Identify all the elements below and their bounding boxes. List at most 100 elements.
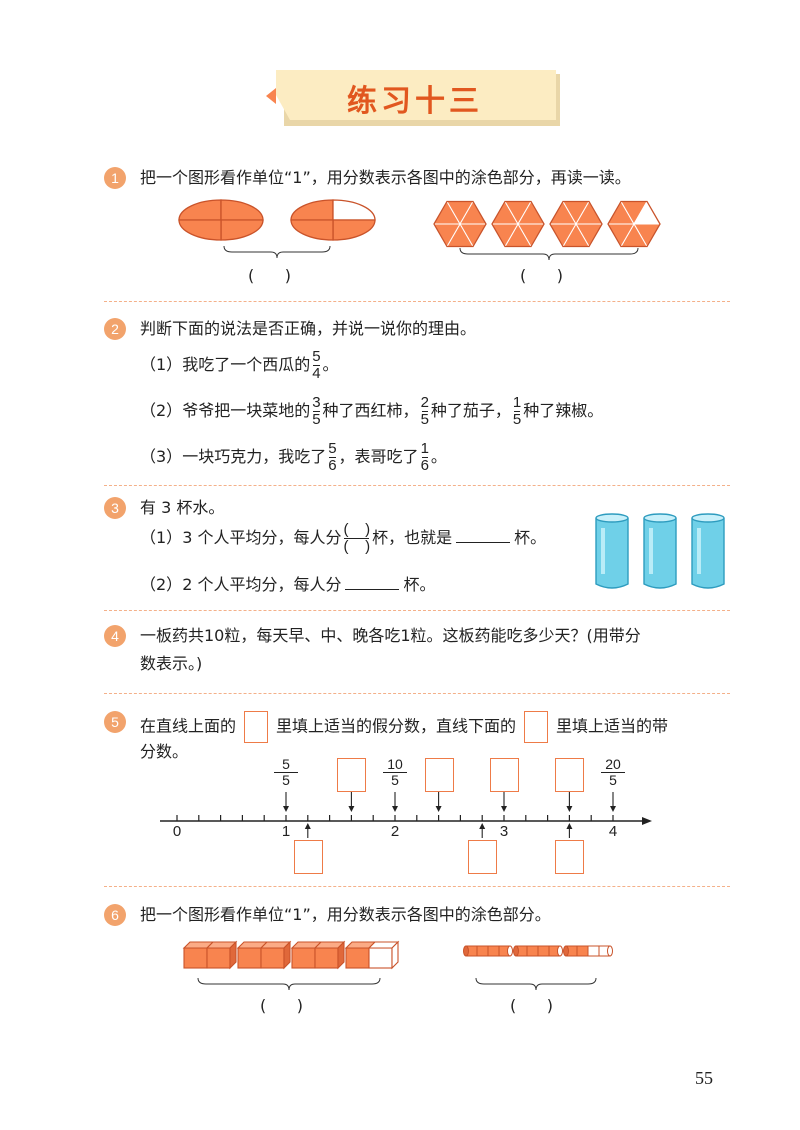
water-glass: [691, 513, 725, 589]
question-number-6: 6: [104, 904, 126, 926]
cuboid-block: [236, 940, 292, 970]
question-number-2: 2: [104, 318, 126, 340]
arrow-head: [348, 806, 355, 812]
hexagon-figure: [433, 200, 487, 248]
q6-text: 把一个图形看作单位“1”，用分数表示各图中的涂色部分。: [140, 905, 551, 924]
q3-item-1: （1）3 个人平均分，每人分( )( )杯，也就是杯。: [140, 521, 547, 555]
divider: [104, 301, 730, 302]
rod-part: [526, 945, 539, 957]
q5-line-2: 分数。: [140, 742, 189, 761]
block-half: [237, 947, 262, 969]
rod-part: [576, 945, 589, 957]
question-number-4: 4: [104, 625, 126, 647]
arrow-head: [566, 823, 573, 829]
water-glasses: [595, 513, 725, 589]
arrow-head: [392, 806, 398, 812]
item-text: 我吃了一个西瓜的: [182, 355, 311, 374]
glass-body: [643, 518, 677, 589]
divider: [104, 610, 730, 611]
block-half: [314, 947, 339, 969]
brace: [475, 977, 597, 991]
rod: [513, 945, 563, 957]
rod-end: [607, 945, 613, 957]
circle-part: [220, 199, 264, 221]
block-side: [283, 940, 291, 970]
divider: [104, 886, 730, 887]
answer-box-mixed[interactable]: [555, 840, 585, 874]
glass-highlight: [601, 528, 605, 574]
answer-blank[interactable]: [456, 526, 511, 543]
q3-text: 有 3 杯水。: [140, 498, 225, 517]
arrow-head: [304, 823, 311, 829]
q1-answer-right: ( ): [520, 266, 563, 285]
answer-box-mixed[interactable]: [293, 840, 323, 874]
block-half: [291, 947, 316, 969]
rod-end: [463, 945, 469, 957]
glass-body: [595, 518, 629, 589]
block-half: [183, 947, 208, 969]
sample-box: [524, 711, 549, 743]
rod-part: [537, 945, 550, 957]
q4-line-1: 一板药共10粒，每天早、中、晚各吃1粒。这板药能吃多少天？(用带分: [140, 626, 641, 645]
divider: [104, 485, 730, 486]
circle-part: [178, 199, 222, 221]
cuboid-block: [344, 940, 400, 970]
arrow-head: [479, 823, 486, 829]
q4-line-2: 数表示。): [140, 654, 203, 673]
circle-part: [290, 219, 334, 241]
tick-label: 1: [281, 823, 291, 840]
block-half: [206, 947, 231, 969]
block-side: [391, 940, 399, 970]
q1-text: 把一个图形看作单位“1”，用分数表示各图中的涂色部分，再读一读。: [140, 168, 631, 187]
rod-end: [507, 945, 513, 957]
rod: [463, 945, 513, 957]
rod-part: [476, 945, 489, 957]
hexagon-figure: [491, 200, 545, 248]
question-number-3: 3: [104, 497, 126, 519]
block-half: [368, 947, 393, 969]
rod-part: [587, 945, 600, 957]
block-half: [345, 947, 370, 969]
circle-part: [290, 199, 334, 221]
divider: [104, 693, 730, 694]
hexagon-figure: [549, 200, 603, 248]
circle-part: [332, 199, 376, 221]
brace: [223, 245, 331, 259]
rod-end: [557, 945, 563, 957]
glass-highlight: [697, 528, 701, 574]
answer-box-mixed[interactable]: [468, 840, 498, 874]
circle-figure: [178, 199, 264, 241]
question-number-1: 1: [104, 167, 126, 189]
answer-box-improper[interactable]: [490, 758, 519, 792]
block-side: [337, 940, 345, 970]
answer-blank[interactable]: [345, 573, 400, 590]
glass-rim: [595, 513, 629, 523]
answer-box-improper[interactable]: [424, 758, 454, 792]
item-label: （3）: [140, 447, 183, 466]
answer-box-improper[interactable]: [555, 758, 585, 792]
brace: [197, 977, 381, 991]
item-label: （2）: [140, 401, 183, 420]
blank-fraction[interactable]: ( )( ): [343, 521, 371, 555]
rod-part: [487, 945, 500, 957]
hexagon-figure: [607, 200, 661, 248]
title-banner: [266, 70, 560, 126]
arrow-head: [435, 806, 442, 812]
answer-box-improper[interactable]: [337, 758, 367, 792]
brace: [459, 247, 639, 261]
glass-rim: [643, 513, 677, 523]
hexagon-outline: [607, 200, 661, 248]
arrow-head: [610, 806, 616, 812]
hexagon-outline: [549, 200, 603, 248]
q6-figures: [182, 940, 613, 991]
q6-answer-left: ( ): [260, 996, 303, 1015]
page-title: 练习十三: [347, 84, 483, 119]
